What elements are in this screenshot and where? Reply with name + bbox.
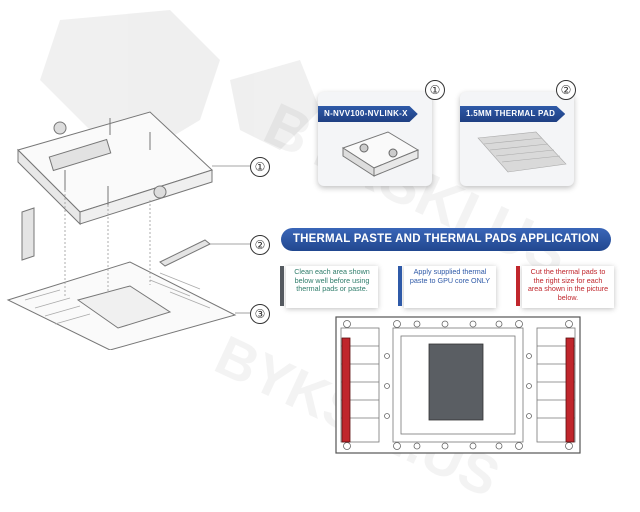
water-block-front bbox=[79, 169, 213, 225]
note-color-bar bbox=[516, 266, 520, 306]
application-diagram bbox=[335, 316, 581, 454]
gpu-die-area bbox=[76, 285, 172, 329]
water-block-thumbnail bbox=[341, 131, 420, 177]
product-callout-2: ② bbox=[556, 80, 576, 100]
callout-2: ② bbox=[250, 235, 270, 255]
thermal-pad-zone-left bbox=[341, 337, 351, 443]
application-banner: THERMAL PASTE AND THERMAL PADS APPLICATI… bbox=[281, 228, 611, 251]
note-thermal-paste: Apply supplied thermal paste to GPU core… bbox=[398, 266, 496, 308]
product-label-2: 1.5MM THERMAL PAD bbox=[460, 106, 566, 122]
thermal-pad-strip bbox=[21, 207, 35, 261]
logo-plate bbox=[48, 138, 112, 172]
product-card-thermal-pad: 1.5MM THERMAL PAD bbox=[460, 92, 574, 186]
fitting-port bbox=[153, 185, 167, 199]
callout-1: ① bbox=[250, 157, 270, 177]
note-thermal-pads: Cut the thermal pads to the right size f… bbox=[516, 266, 614, 308]
thermal-pad-thumbnail bbox=[477, 131, 567, 173]
note-color-bar bbox=[398, 266, 402, 306]
note-clean-area: Clean each area shown below well before … bbox=[280, 266, 378, 308]
thermal-paste-gpu-core bbox=[428, 343, 484, 421]
product-label-1: N-NVV100-NVLINK-X bbox=[318, 106, 418, 122]
product-callout-1: ① bbox=[425, 80, 445, 100]
thermal-pad-strip bbox=[159, 239, 211, 267]
fitting-port bbox=[53, 121, 67, 135]
water-block-top bbox=[17, 111, 213, 213]
note-color-bar bbox=[280, 266, 284, 306]
exploded-view-diagram bbox=[6, 111, 250, 350]
note-text: Apply supplied thermal paste to GPU core… bbox=[409, 267, 491, 285]
note-text: Clean each area shown below well before … bbox=[294, 267, 370, 294]
note-text: Cut the thermal pads to the right size f… bbox=[527, 267, 609, 302]
callout-3: ③ bbox=[250, 304, 270, 324]
thermal-pad-zone-right bbox=[565, 337, 575, 443]
product-card-water-block: N-NVV100-NVLINK-X bbox=[318, 92, 432, 186]
